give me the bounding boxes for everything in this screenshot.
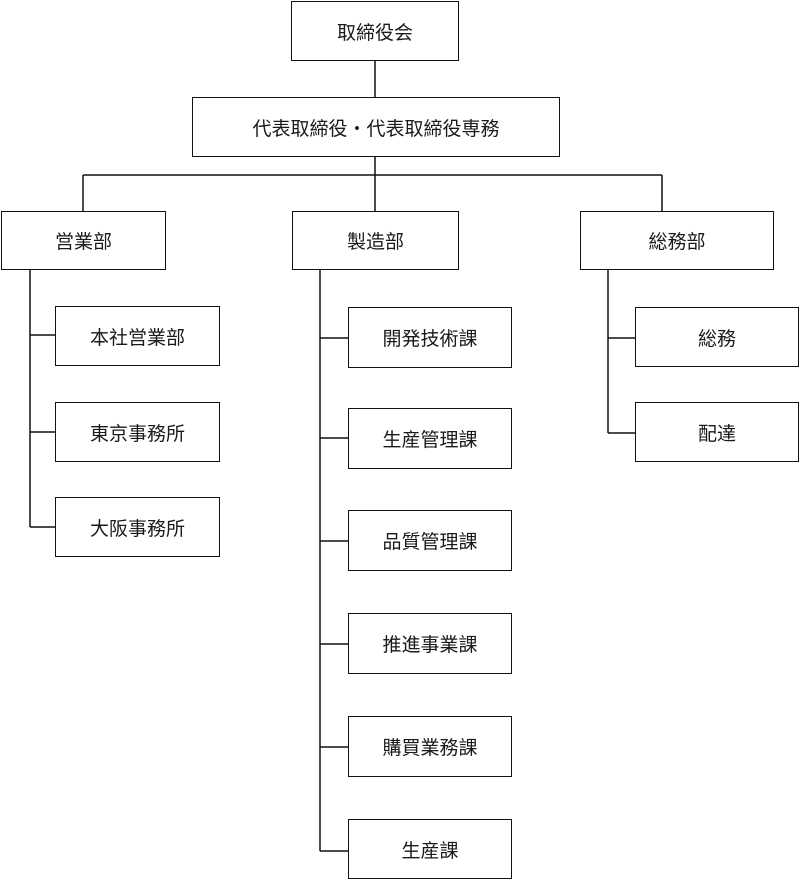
unit-box: 本社営業部 [55, 306, 220, 366]
unit-box: 生産課 [348, 819, 512, 879]
dept-sales-box: 営業部 [1, 211, 166, 270]
unit-box: 大阪事務所 [55, 497, 220, 557]
unit-box: 配達 [635, 402, 799, 462]
unit-box: 推進事業課 [348, 613, 512, 674]
dept-general-affairs-box: 総務部 [580, 211, 774, 270]
dept-manufacturing-box: 製造部 [292, 211, 459, 270]
unit-box: 品質管理課 [348, 510, 512, 571]
unit-box: 購買業務課 [348, 716, 512, 777]
unit-box: 総務 [635, 307, 799, 367]
executives-box: 代表取締役・代表取締役専務 [192, 97, 560, 157]
unit-box: 東京事務所 [55, 402, 220, 462]
unit-box: 開発技術課 [348, 307, 512, 368]
board-box: 取締役会 [291, 1, 459, 61]
unit-box: 生産管理課 [348, 408, 512, 469]
